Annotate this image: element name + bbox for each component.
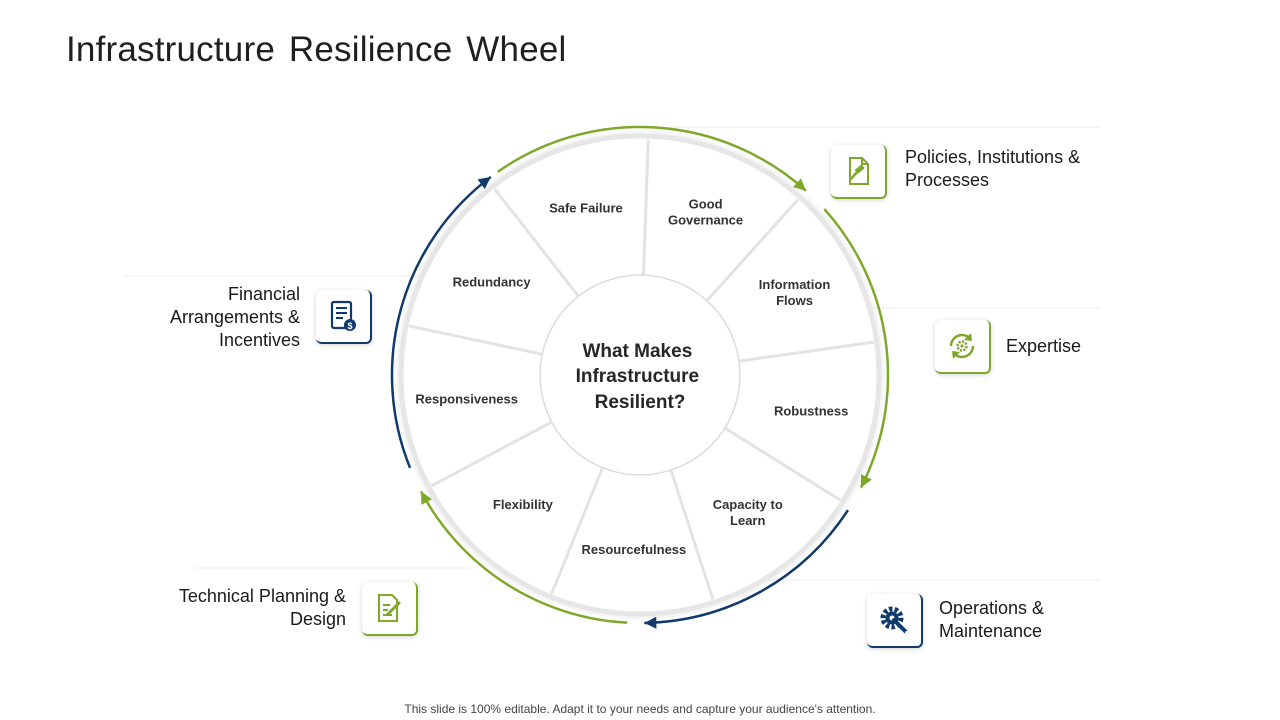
cycle-arrows bbox=[390, 125, 890, 629]
cycle-arrow-financial bbox=[390, 175, 492, 469]
footer-note: This slide is 100% editable. Adapt it to… bbox=[404, 702, 876, 716]
wheel-segment-label-line: Capacity to bbox=[713, 497, 783, 512]
gear-wrench-icon bbox=[880, 606, 909, 635]
wheel-spoke bbox=[408, 324, 543, 356]
wheel-segment-label: Redundancy bbox=[453, 274, 532, 289]
category-technical: Technical Planning & Design bbox=[160, 585, 346, 631]
page-title: Infrastructure Resilience Wheel bbox=[66, 30, 567, 69]
wheel-spoke bbox=[550, 467, 604, 595]
category-expertise: Expertise bbox=[1006, 336, 1082, 356]
wheel-segment-label: Flexibility bbox=[493, 497, 554, 512]
wheel-spokes bbox=[408, 139, 874, 600]
svg-text:$: $ bbox=[347, 321, 352, 331]
cycle-arrow-technical-head bbox=[421, 491, 432, 505]
legal-document-gavel-icon bbox=[849, 157, 869, 185]
financial-icon-box: $ bbox=[316, 290, 372, 344]
cycle-arrow-operations-head bbox=[644, 616, 657, 629]
document-pencil-icon bbox=[378, 594, 401, 622]
cycle-arrow-expertise-head bbox=[860, 474, 872, 488]
wheel-spoke bbox=[430, 420, 553, 488]
cycle-arrow-financial-head bbox=[477, 176, 491, 189]
wheel-spoke bbox=[724, 426, 841, 502]
cycle-arrow-policies bbox=[497, 125, 807, 192]
document-dollar-icon: $ bbox=[330, 300, 356, 331]
gear-cycle-icon bbox=[949, 333, 975, 359]
center-line-3: Resilient? bbox=[595, 392, 686, 413]
wheel-spoke bbox=[669, 469, 715, 600]
center-line-1: What Makes bbox=[582, 341, 692, 362]
wheel-segment-label-line: Flexibility bbox=[493, 497, 554, 512]
cycle-arrow-technical bbox=[419, 490, 628, 624]
center-line-2: Infrastructure bbox=[576, 366, 700, 387]
wheel-segment-label-line: Responsiveness bbox=[415, 391, 518, 406]
technical-icon-box bbox=[362, 582, 418, 636]
operations-icon-box bbox=[867, 594, 923, 648]
cycle-arrow-policies-head bbox=[793, 178, 806, 191]
wheel-segment-label-line: Robustness bbox=[774, 403, 848, 418]
policies-icon-box bbox=[831, 145, 887, 199]
wheel-segment-label: Resourcefulness bbox=[582, 542, 687, 557]
wheel-segment-label-line: Information bbox=[759, 277, 831, 292]
center-label: What Makes Infrastructure Resilient? bbox=[576, 341, 705, 413]
wheel-segment-label-line: Safe Failure bbox=[549, 201, 623, 216]
wheel-segment-label-line: Resourcefulness bbox=[582, 542, 687, 557]
wheel-segment-label: Safe Failure bbox=[549, 201, 623, 216]
wheel-segment-label: Robustness bbox=[774, 403, 848, 418]
cycle-arrow-expertise bbox=[823, 208, 890, 489]
expertise-icon-box bbox=[935, 320, 991, 374]
wheel-segment-label-line: Good bbox=[689, 197, 723, 212]
wheel-spoke bbox=[641, 139, 650, 276]
wheel-spoke bbox=[738, 340, 874, 363]
category-financial: Financial Arrangements & Incentives bbox=[120, 283, 300, 352]
category-operations: Operations & Maintenance bbox=[939, 598, 1045, 641]
wheel-segment-label-line: Governance bbox=[668, 213, 743, 228]
wheel-segment-label-line: Learn bbox=[730, 513, 765, 528]
category-policies: Policies, Institutions & Processes bbox=[905, 147, 1081, 190]
wheel-segment-label-line: Redundancy bbox=[453, 274, 532, 289]
wheel-center-disc bbox=[539, 274, 741, 476]
cycle-arrow-operations bbox=[644, 509, 850, 625]
category-technical-text: Technical Planning & Design bbox=[178, 586, 346, 629]
wheel-spoke bbox=[493, 188, 580, 298]
wheel-spoke bbox=[705, 198, 800, 302]
wheel-segment-label: Responsiveness bbox=[415, 391, 518, 406]
category-financial-text: Financial Arrangements & Incentives bbox=[169, 284, 300, 350]
wheel-segment-label-line: Flows bbox=[776, 293, 813, 308]
